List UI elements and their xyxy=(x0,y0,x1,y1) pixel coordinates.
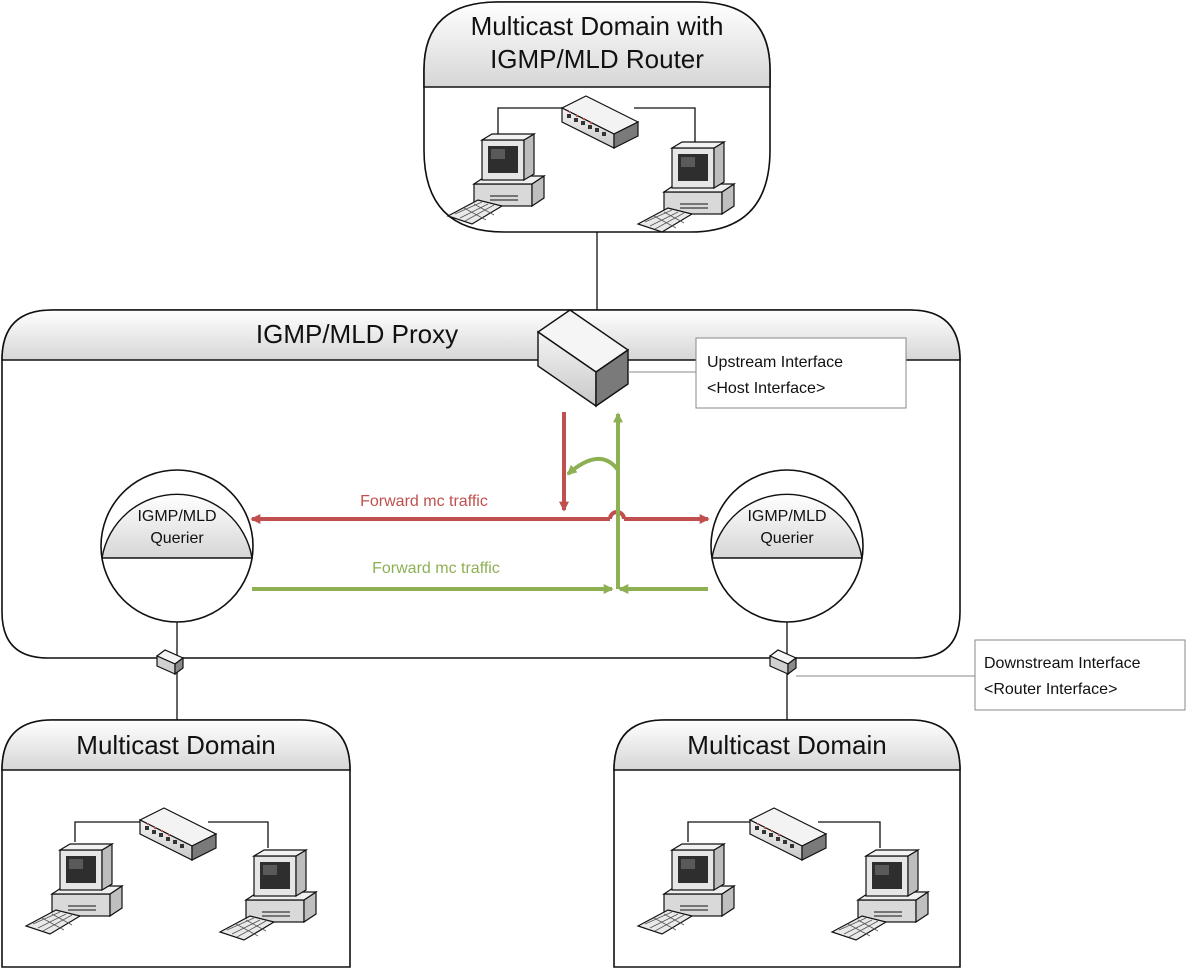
green-loop-arrow xyxy=(566,456,620,476)
downstream-interface-callout: Downstream Interface <Router Interface> xyxy=(796,639,1186,711)
top-multicast-domain: Multicast Domain with IGMP/MLD Router xyxy=(423,1,771,233)
proxy-device-icon xyxy=(536,309,630,408)
downstream-label-line1: Downstream Interface xyxy=(984,655,1141,672)
upstream-interface-callout: Upstream Interface <Host Interface> xyxy=(628,337,907,409)
querier-left: IGMP/MLD Querier xyxy=(100,469,254,623)
top-domain-title-line1: Multicast Domain with xyxy=(471,11,724,41)
red-flow-label: Forward mc traffic xyxy=(360,493,488,510)
querier-right-line2: Querier xyxy=(760,530,814,547)
bottom-right-domain-title: Multicast Domain xyxy=(687,730,886,760)
querier-left-line1: IGMP/MLD xyxy=(137,508,216,525)
querier-left-line2: Querier xyxy=(150,530,204,547)
green-forward-flow xyxy=(252,412,708,594)
upstream-label-line2: <Host Interface> xyxy=(707,380,825,397)
green-flow-label: Forward mc traffic xyxy=(372,560,500,577)
proxy-title: IGMP/MLD Proxy xyxy=(256,319,458,349)
bottom-left-domain-title: Multicast Domain xyxy=(76,730,275,760)
top-domain-title-line2: IGMP/MLD Router xyxy=(490,44,704,74)
querier-right: IGMP/MLD Querier xyxy=(710,469,864,623)
querier-right-line1: IGMP/MLD xyxy=(747,508,826,525)
upstream-label-line1: Upstream Interface xyxy=(707,354,843,371)
bottom-left-multicast-domain: Multicast Domain xyxy=(1,719,351,968)
downstream-label-line2: <Router Interface> xyxy=(984,681,1117,698)
bottom-right-multicast-domain: Multicast Domain xyxy=(613,719,961,968)
